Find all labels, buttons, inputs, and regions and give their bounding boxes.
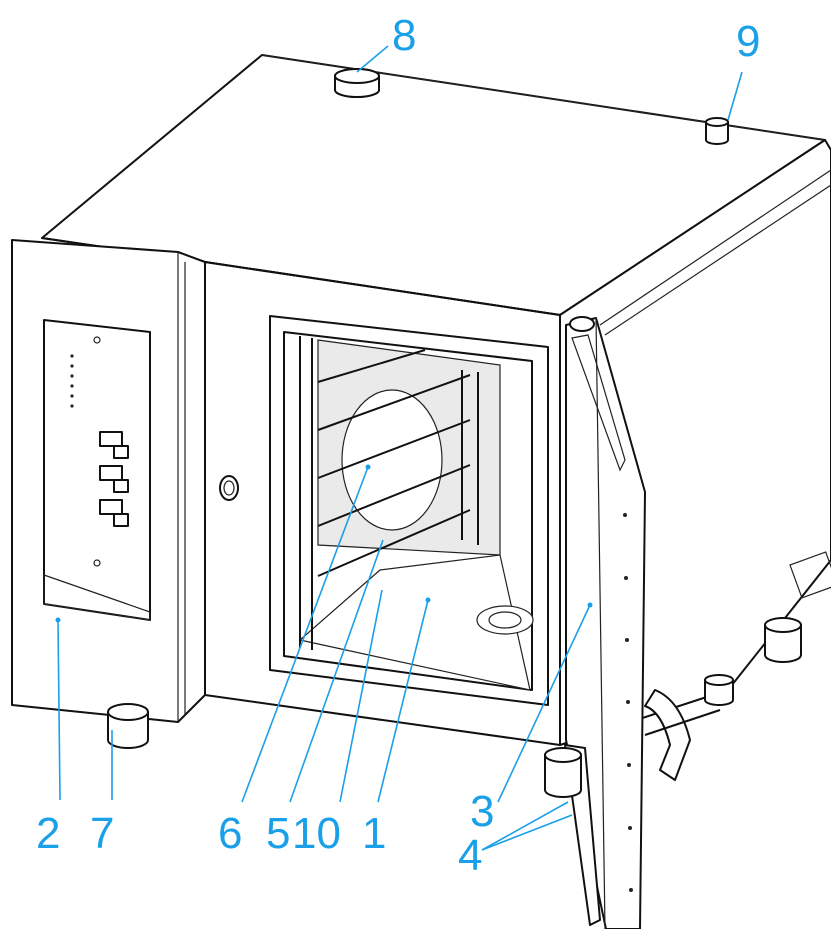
callout-1: 1	[362, 809, 386, 858]
callout-10: 10	[292, 809, 341, 858]
callout-6: 6	[218, 809, 242, 858]
adjustable-feet-right	[544, 617, 802, 798]
adjustable-foot-left	[107, 703, 149, 749]
top-connector-fitting	[705, 117, 729, 145]
callout-3: 3	[470, 787, 494, 836]
callout-5: 5	[266, 809, 290, 858]
callout-7: 7	[90, 809, 114, 858]
leader-lines	[55, 45, 743, 851]
oven-cavity	[269, 315, 549, 706]
top-vent-fitting	[334, 68, 380, 98]
callout-4: 4	[458, 831, 482, 880]
callout-9: 9	[736, 17, 760, 66]
callouts: 8 9 2 7 6 5 10 1 3 4	[36, 11, 760, 880]
side-knob	[219, 475, 239, 501]
door-handle	[644, 689, 721, 781]
callout-8: 8	[392, 11, 416, 60]
control-panel	[11, 239, 206, 723]
callout-2: 2	[36, 809, 60, 858]
